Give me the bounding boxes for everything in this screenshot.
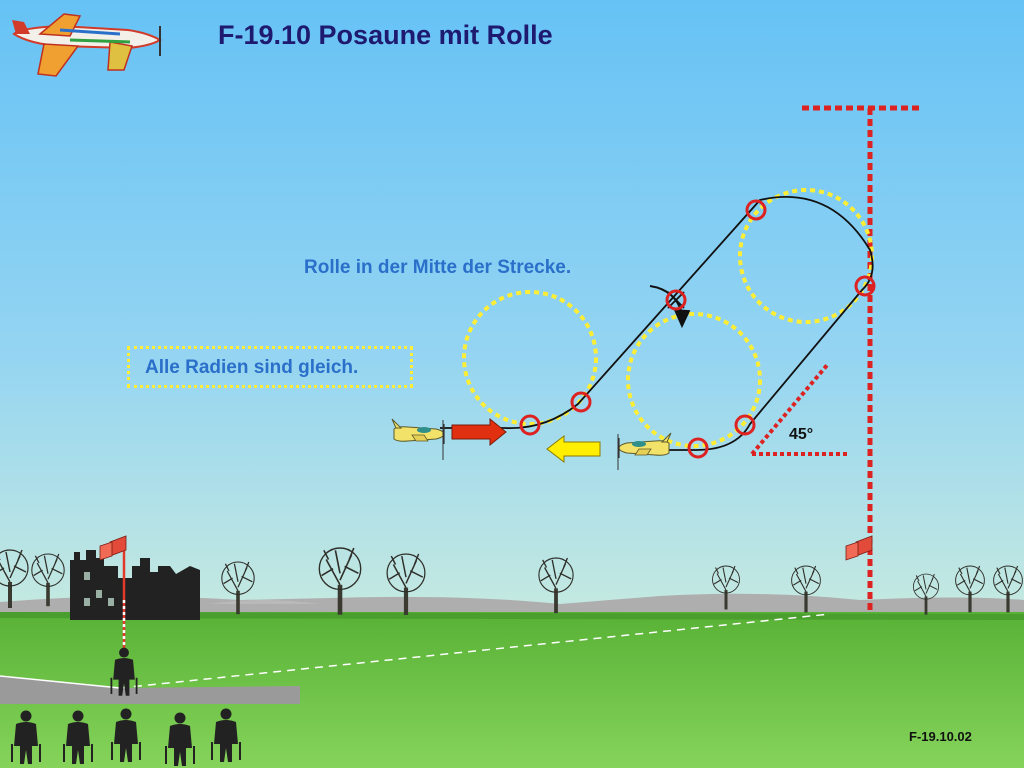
model-aircraft-icon <box>391 418 672 470</box>
entry-arrow <box>451 417 507 447</box>
angle-label: 45° <box>789 426 814 443</box>
roll-markers <box>519 199 876 459</box>
roll-note: Rolle in der Mitte der Strecke. <box>304 257 572 278</box>
castle-ruin-icon <box>70 550 200 620</box>
angle-marker <box>750 362 848 456</box>
radii-note-box <box>127 346 413 388</box>
figure-reference: F-19.10.02 <box>909 729 972 744</box>
radii-note: Alle Radien sind gleich. <box>145 357 359 378</box>
wind-flag-icon <box>99 535 127 650</box>
exit-arrow <box>546 434 601 464</box>
aircraft-logo-icon <box>12 13 162 77</box>
reference-line <box>802 105 920 612</box>
page-title: F-19.10 Posaune mit Rolle <box>218 20 553 50</box>
